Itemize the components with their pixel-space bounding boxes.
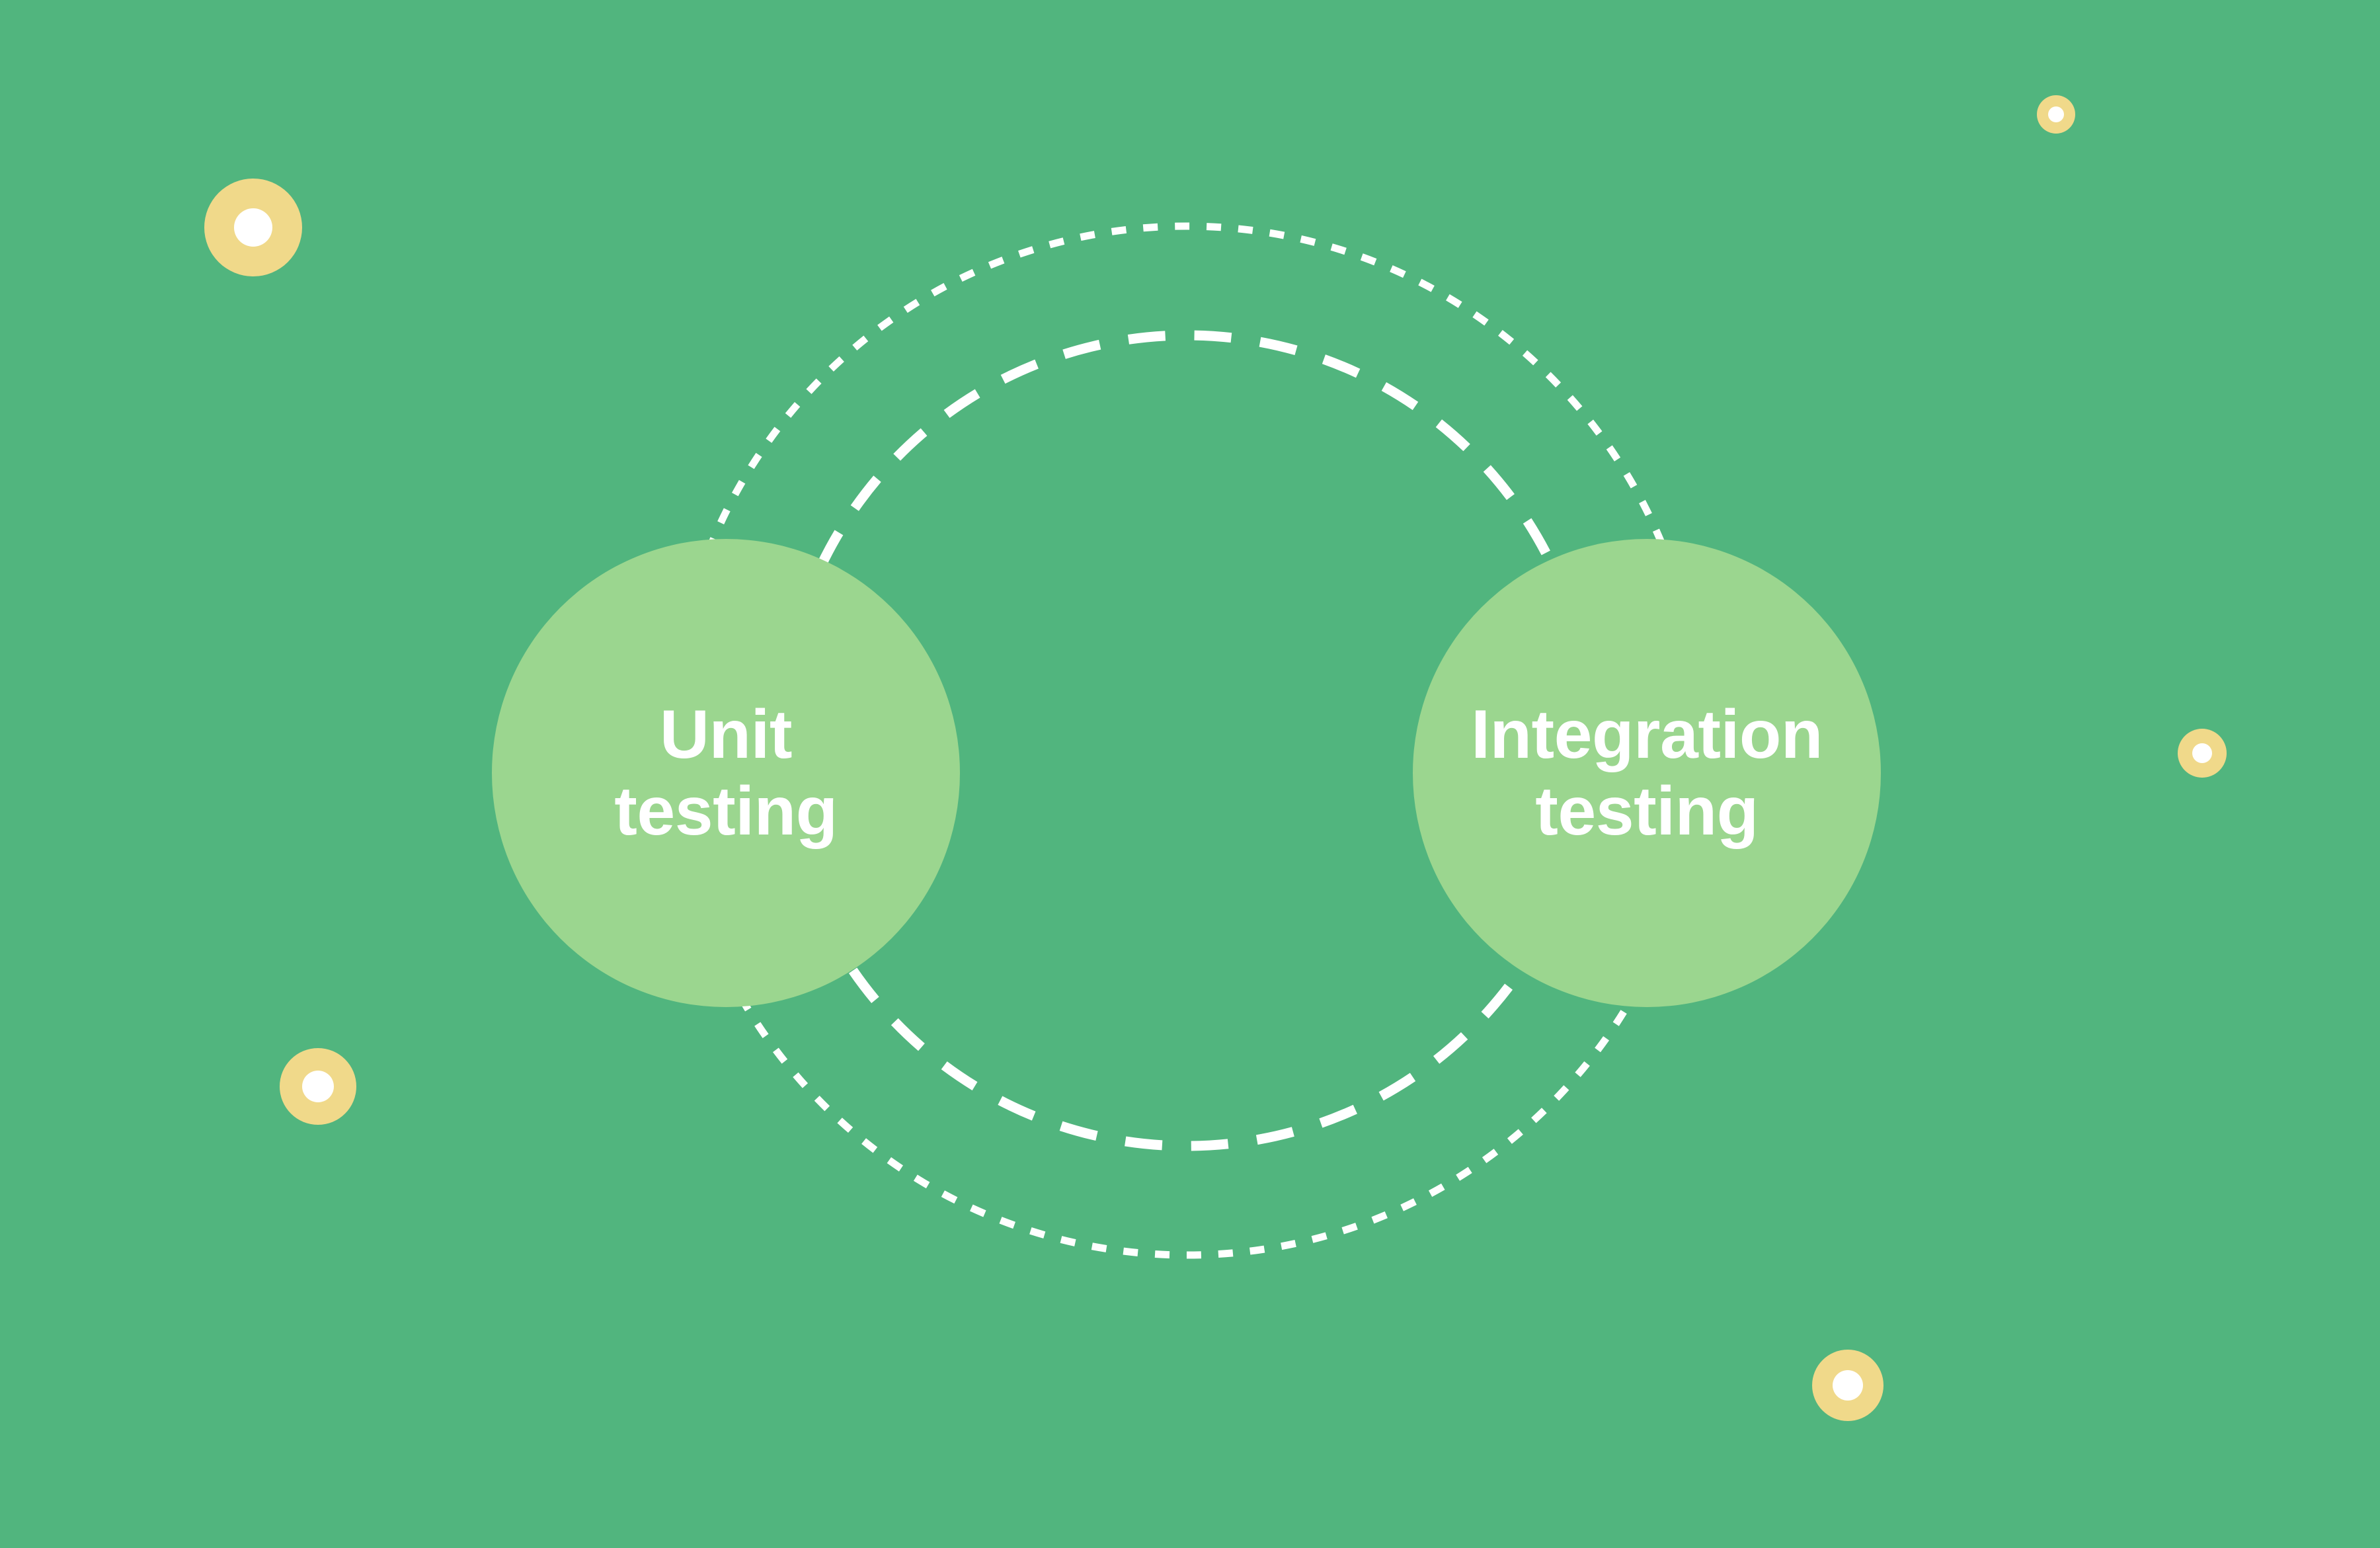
node-unit-testing-label: Unit testing: [614, 696, 838, 850]
decor-dot-top-left: [204, 179, 302, 276]
node-unit-testing[interactable]: Unit testing: [492, 539, 960, 1007]
decor-dot-top-right: [2037, 95, 2075, 134]
decor-dot-bottom-right: [1812, 1350, 1884, 1421]
decor-dot-bottom-left: [280, 1048, 356, 1125]
decor-dot-core-icon: [2192, 743, 2212, 763]
node-integration-testing-label: Integration testing: [1471, 696, 1823, 850]
decor-dot-core-icon: [1833, 1370, 1863, 1401]
decor-dot-core-icon: [302, 1071, 334, 1102]
node-integration-testing[interactable]: Integration testing: [1413, 539, 1881, 1007]
decor-dot-core-icon: [2048, 106, 2064, 122]
decor-dot-core-icon: [234, 208, 272, 247]
decor-dot-right-middle: [2178, 729, 2227, 778]
